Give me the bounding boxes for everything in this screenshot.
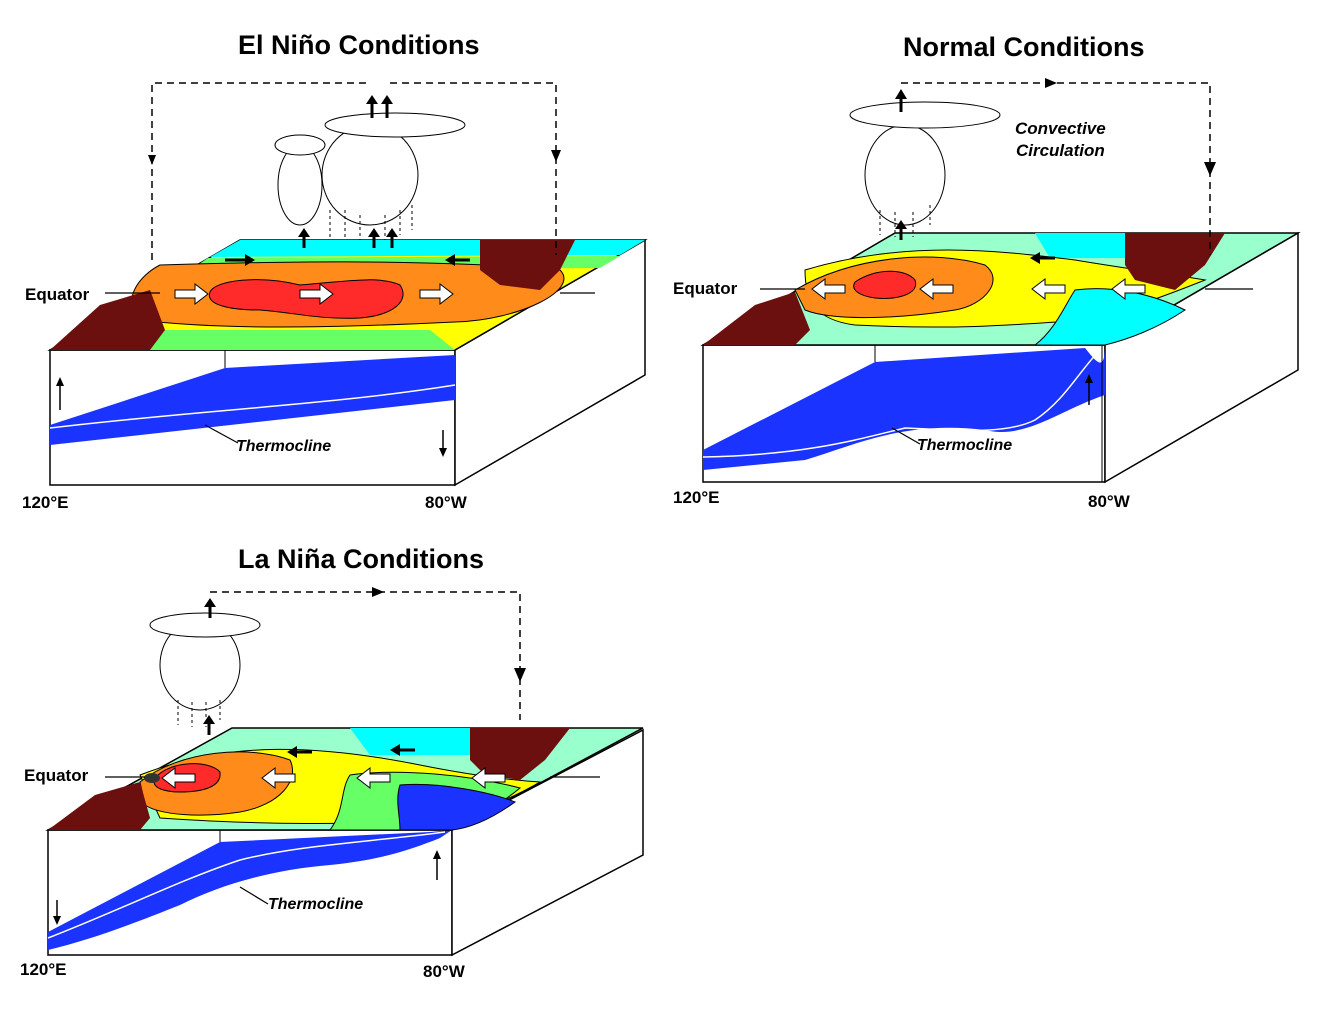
arrow-up-icon bbox=[298, 95, 398, 248]
east-longitude-label: 80°W bbox=[425, 493, 467, 512]
warmest-core bbox=[208, 279, 404, 319]
arrow-up-icon bbox=[203, 598, 216, 735]
equator-label: Equator bbox=[24, 766, 89, 785]
circulation-loop bbox=[210, 591, 521, 720]
el-nino-diagram bbox=[47, 82, 648, 487]
wind-arrow-icon bbox=[419, 282, 454, 306]
west-land bbox=[48, 782, 150, 830]
wind-arrow-icon bbox=[356, 766, 391, 790]
arrow-up-icon bbox=[56, 377, 64, 386]
wind-arrow-icon bbox=[811, 277, 846, 301]
west-longitude-label: 120°E bbox=[20, 960, 67, 979]
wind-arrow-icon bbox=[1111, 277, 1146, 301]
arrow-down-icon bbox=[53, 916, 61, 925]
wind-arrow-icon bbox=[161, 766, 196, 790]
thermocline-line bbox=[47, 831, 446, 939]
circulation-loop-east bbox=[390, 82, 557, 255]
rain-streaks bbox=[329, 205, 413, 240]
circulation-label-line2: Circulation bbox=[1015, 141, 1105, 160]
west-land bbox=[50, 290, 165, 350]
arrow-up-icon bbox=[433, 850, 441, 859]
el-nino-panel: El Niño Conditions Equator Thermocline 1… bbox=[0, 0, 680, 512]
panel-title: Normal Conditions bbox=[903, 32, 1145, 62]
thermocline-line bbox=[702, 349, 1101, 458]
cold-band bbox=[1035, 233, 1125, 258]
thermocline-label: Thermocline bbox=[236, 438, 332, 455]
equator-label: Equator bbox=[25, 285, 90, 304]
panel-title: El Niño Conditions bbox=[238, 30, 480, 60]
east-longitude-label: 80°W bbox=[1088, 492, 1130, 511]
thermocline-layer bbox=[703, 345, 1105, 470]
west-longitude-label: 120°E bbox=[673, 488, 720, 507]
thermocline-label: Thermocline bbox=[268, 896, 364, 913]
east-land bbox=[480, 240, 575, 290]
thermocline-line bbox=[49, 384, 456, 429]
upwelling-cold bbox=[397, 783, 517, 831]
arrow-down-icon bbox=[514, 668, 526, 682]
warmest-core bbox=[853, 270, 917, 299]
cloud-icon bbox=[274, 112, 466, 226]
arrow-up-icon bbox=[895, 89, 907, 240]
cloud-icon bbox=[849, 101, 1001, 226]
normal-panel: Normal Conditions Convective Circulation… bbox=[655, 0, 1335, 511]
la-nina-panel: La Niña Conditions Equator Thermocline 1… bbox=[0, 520, 680, 1020]
la-nina-diagram bbox=[45, 587, 644, 957]
cold-band bbox=[350, 728, 475, 755]
west-longitude-label: 120°E bbox=[22, 493, 69, 512]
panel-title: La Niña Conditions bbox=[238, 544, 484, 574]
cloud-icon bbox=[149, 612, 261, 711]
island bbox=[144, 773, 160, 783]
rain-streaks bbox=[879, 205, 931, 237]
east-land bbox=[470, 728, 570, 780]
wind-arrow-icon bbox=[471, 766, 506, 790]
circulation-loop bbox=[901, 82, 1211, 255]
thermocline-layer bbox=[48, 830, 452, 950]
arrow-down-icon bbox=[439, 448, 447, 457]
circulation-label: Convective Circulation bbox=[1015, 118, 1106, 162]
thermocline-label: Thermocline bbox=[917, 437, 1013, 454]
wind-arrow-icon bbox=[1031, 277, 1066, 301]
wind-arrow-icon bbox=[174, 282, 209, 306]
east-longitude-label: 80°W bbox=[423, 962, 465, 981]
wind-arrow-icon bbox=[261, 766, 296, 790]
arrow-down-icon bbox=[148, 155, 156, 165]
box-side-face bbox=[451, 728, 644, 957]
arrow-right-icon bbox=[372, 587, 384, 597]
east-land bbox=[1125, 233, 1225, 290]
normal-diagram bbox=[700, 78, 1301, 484]
arrow-right-icon bbox=[1045, 78, 1057, 88]
wind-arrow-icon bbox=[299, 282, 334, 306]
cold-band bbox=[210, 240, 645, 257]
arrow-down-icon bbox=[551, 150, 561, 162]
wind-arrow-icon bbox=[919, 277, 954, 301]
west-land bbox=[703, 292, 810, 345]
arrow-up-icon bbox=[1085, 374, 1093, 383]
circulation-label-line1: Convective bbox=[1015, 119, 1106, 138]
equator-label: Equator bbox=[673, 279, 738, 298]
arrow-down-icon bbox=[1204, 162, 1216, 176]
thermocline-layer bbox=[50, 355, 455, 445]
